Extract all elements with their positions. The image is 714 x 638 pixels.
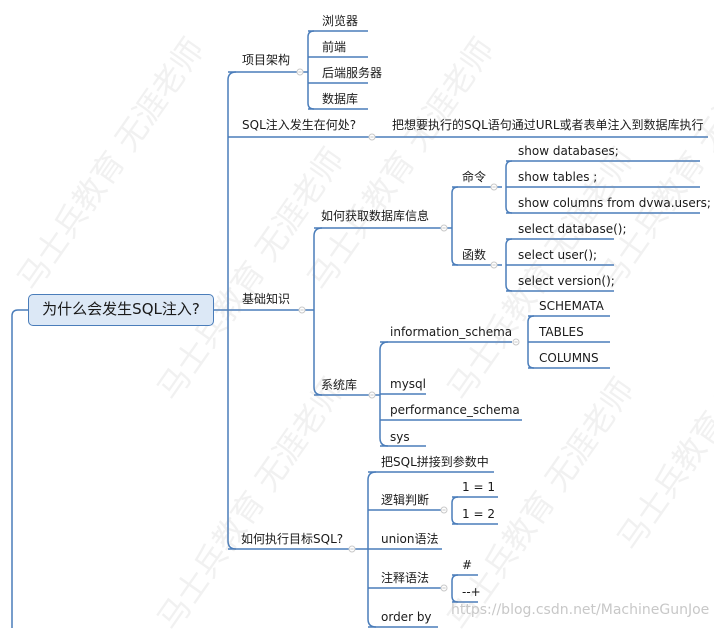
node-logic-false[interactable]: 1 = 2 (462, 507, 495, 521)
node-order-by[interactable]: order by (381, 610, 432, 624)
node-tables[interactable]: TABLES (539, 325, 584, 339)
connector-line (307, 30, 315, 110)
node-schemata[interactable]: SCHEMATA (539, 299, 604, 313)
topic-where[interactable]: SQL注入发生在何处? (242, 118, 357, 132)
node-select-version[interactable]: select version(); (518, 274, 615, 288)
connector-line (451, 574, 459, 603)
node-comment-hash[interactable]: # (462, 558, 473, 572)
node-logic-true[interactable]: 1 = 1 (462, 480, 495, 494)
node-functions[interactable]: 函数 (462, 248, 487, 262)
node-show-databases[interactable]: show databases; (518, 144, 619, 158)
node-database[interactable]: 数据库 (322, 92, 359, 106)
node-select-database[interactable]: select database(); (518, 222, 627, 236)
node-backend[interactable]: 后端服务器 (322, 66, 383, 80)
node-browser[interactable]: 浏览器 (322, 14, 359, 28)
topic-basics[interactable]: 基础知识 (242, 292, 291, 306)
connector-line (313, 227, 323, 396)
node-show-columns[interactable]: show columns from dvwa.users; (518, 196, 711, 210)
connector-line (11, 309, 28, 628)
source-credit: https://blog.csdn.net/MachineGunJoe (451, 602, 710, 618)
node-mysql[interactable]: mysql (390, 377, 426, 391)
topic-architecture[interactable]: 项目架构 (242, 53, 291, 67)
node-concat[interactable]: 把SQL拼接到参数中 (381, 455, 489, 469)
topic-execute[interactable]: 如何执行目标SQL? (241, 532, 344, 546)
connector-line (451, 186, 459, 266)
node-comment[interactable]: 注释语法 (381, 571, 430, 585)
connector-line (451, 496, 459, 525)
node-show-tables[interactable]: show tables ; (518, 170, 598, 184)
node-union[interactable]: union语法 (381, 532, 439, 546)
node-performance-schema[interactable]: performance_schema (390, 403, 520, 417)
root-topic[interactable]: 为什么会发生SQL注入? (28, 294, 214, 326)
node-frontend[interactable]: 前端 (322, 40, 347, 54)
node-commands[interactable]: 命令 (462, 170, 487, 184)
node-information-schema[interactable]: information_schema (390, 325, 513, 339)
node-columns[interactable]: COLUMNS (539, 351, 599, 365)
node-system-dbs[interactable]: 系统库 (321, 378, 358, 392)
node-comment-dashes[interactable]: --+ (462, 585, 481, 599)
node-logic[interactable]: 逻辑判断 (381, 493, 430, 507)
node-where-answer[interactable]: 把想要执行的SQL语句通过URL或者表单注入到数据库执行 (392, 118, 704, 132)
node-select-user[interactable]: select user(); (518, 248, 598, 262)
node-how-get-info[interactable]: 如何获取数据库信息 (321, 209, 430, 223)
node-sys[interactable]: sys (390, 430, 410, 444)
